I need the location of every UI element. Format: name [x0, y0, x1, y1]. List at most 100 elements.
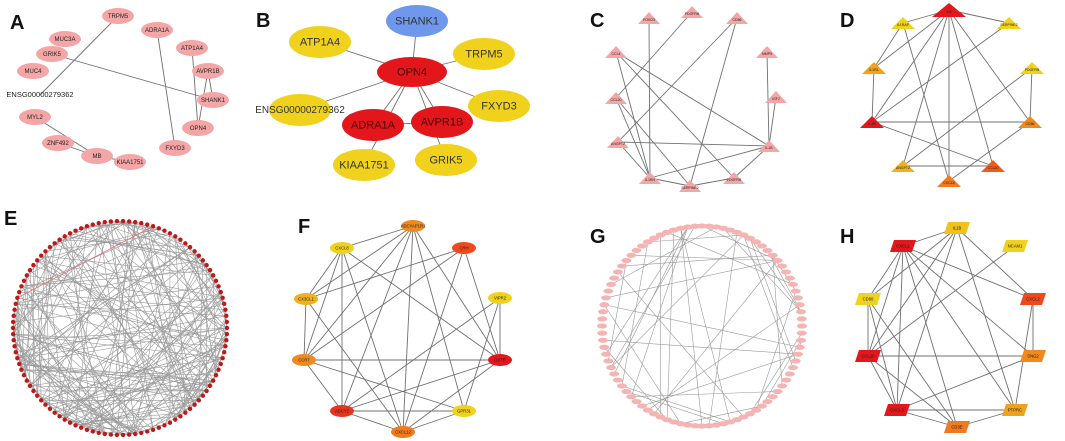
edge-e [40, 255, 124, 436]
edge-e [69, 345, 226, 423]
edge-e [116, 222, 136, 435]
node-adra1a [141, 22, 173, 38]
node-label-il1rap-1: IL1RAP [897, 23, 910, 27]
node-e-18 [173, 417, 178, 422]
node-e-38 [57, 414, 62, 419]
node-avpr1b [192, 63, 224, 79]
node-e-86 [139, 220, 144, 226]
node-label-atp1a4: ATP1A4 [300, 36, 340, 48]
node-grik5 [36, 46, 68, 62]
node-e-100 [207, 267, 213, 273]
edge-d [902, 67, 1033, 167]
node-e-85 [133, 219, 138, 225]
node-e-99 [204, 262, 209, 268]
node-e-4 [222, 350, 227, 355]
edge-c [615, 97, 651, 179]
edge-h [867, 355, 958, 428]
node-g-36 [612, 377, 623, 383]
edge-g [772, 255, 783, 386]
node-crh [452, 242, 476, 254]
node-label-cxcl1: CXCL1 [896, 244, 910, 249]
node-mmp9-4 [756, 46, 778, 58]
node-e-31 [96, 430, 101, 436]
edge-e [116, 220, 214, 276]
node-label-avpr1b: AVPR1B [196, 69, 219, 75]
edge-g [602, 339, 798, 355]
node-label-ccl20-5: CCL20 [611, 98, 622, 102]
node-label-cd86-2: CD86 [733, 18, 742, 22]
edge-e [29, 270, 38, 396]
node-e-14 [192, 402, 197, 407]
node-label-cxcl12: CXCL12 [395, 430, 411, 435]
edge-f [402, 225, 414, 433]
edge-g [708, 232, 738, 426]
node-ncam1 [1002, 240, 1028, 252]
panel-label-h: H [840, 226, 855, 248]
edge-e [26, 221, 130, 276]
panel-c: C [585, 0, 815, 200]
edge-f [303, 298, 307, 361]
node-e-101 [210, 273, 216, 278]
edge-d [902, 9, 950, 167]
edge-c [689, 177, 735, 187]
node-ptprc [1002, 404, 1028, 416]
node-e-83 [120, 218, 126, 224]
node-e-92 [173, 234, 178, 239]
edge-e-highlight [17, 225, 154, 299]
edge-c [617, 141, 770, 147]
node-e-6 [218, 361, 223, 367]
node-serpine2-10 [679, 180, 701, 192]
node-ensg00000279362 [269, 94, 331, 126]
node-cd3e [944, 421, 970, 433]
node-label-il1b: IL1B [953, 226, 962, 231]
edge-h [867, 227, 958, 357]
panel-label-f: F [298, 216, 311, 238]
node-e-8 [213, 373, 219, 378]
edge-e [49, 357, 223, 410]
node-e-109 [224, 319, 230, 325]
node-e-0 [224, 325, 230, 331]
node-e-45 [27, 383, 33, 389]
node-e-46 [24, 378, 30, 383]
edge-e [17, 297, 28, 381]
edge-a [191, 47, 199, 129]
edge-e [17, 303, 225, 359]
edge-h [896, 245, 904, 411]
node-sng2 [1020, 350, 1046, 362]
edge-d [871, 121, 994, 167]
node-e-52 [12, 344, 17, 349]
edge-a [39, 15, 119, 96]
node-e-16 [183, 410, 188, 415]
node-e-35 [73, 423, 78, 428]
node-e-77 [84, 224, 90, 229]
node-cx3cl1 [294, 293, 318, 305]
node-g-15 [744, 411, 755, 417]
edge-g [617, 271, 744, 418]
node-fxyd3 [159, 140, 191, 156]
node-e-58 [12, 307, 17, 312]
node-oxtr [488, 354, 512, 366]
node-e-9 [210, 378, 216, 383]
edge-d [1029, 67, 1033, 123]
edge-e [21, 369, 199, 401]
node-e-62 [19, 284, 24, 289]
node-e-55 [10, 325, 16, 331]
node-angpt2-7 [891, 160, 915, 172]
node-g-31 [637, 403, 648, 409]
node-g-5 [790, 358, 801, 364]
node-e-97 [196, 253, 202, 258]
node-g-65 [689, 223, 700, 229]
node-label-cxcl8: CXCL8 [335, 246, 349, 251]
node-g-32 [631, 398, 642, 405]
edge-c [615, 51, 651, 179]
node-g-39 [603, 358, 614, 364]
edge-c [648, 17, 651, 179]
node-label-trpm5: TRPM5 [465, 48, 502, 60]
node-pdgfrb-1 [681, 6, 703, 18]
node-label-vipr2: VIPR2 [494, 296, 507, 301]
node-e-60 [15, 295, 20, 301]
edge-g [647, 304, 800, 411]
node-il1b-5 [860, 116, 884, 128]
